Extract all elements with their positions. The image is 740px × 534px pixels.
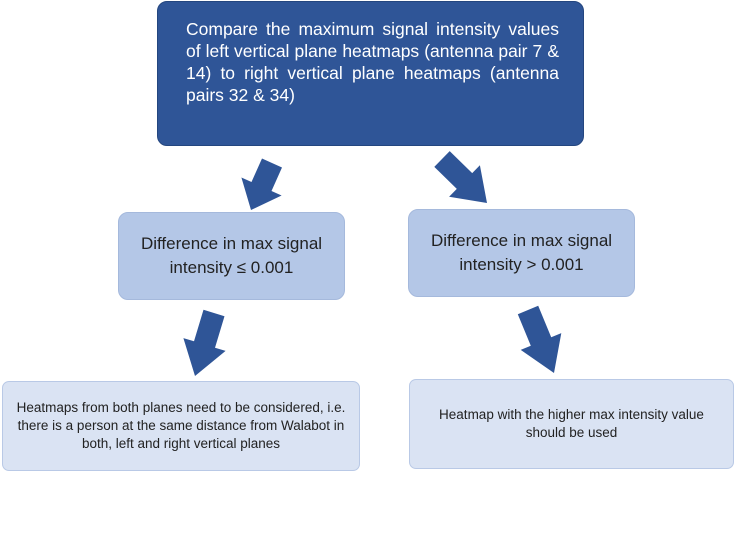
- condition-box-left: Difference in max signal intensity ≤ 0.0…: [118, 212, 345, 300]
- arrow-right-to-bottom: [517, 305, 562, 373]
- outcome-text-left: Heatmaps from both planes need to be con…: [16, 400, 346, 451]
- condition-text-right: Difference in max signal intensity > 0.0…: [430, 231, 613, 274]
- outcome-box-right: Heatmap with the higher max intensity va…: [409, 379, 734, 469]
- arrow-top-to-left: [241, 158, 282, 210]
- outcome-text-right: Heatmap with the higher max intensity va…: [439, 407, 704, 440]
- condition-text-left: Difference in max signal intensity ≤ 0.0…: [140, 234, 323, 277]
- arrow-left-to-bottom: [183, 309, 226, 376]
- top-process-box: Compare the maximum signal intensity val…: [157, 1, 584, 146]
- arrow-top-to-right: [434, 151, 487, 203]
- condition-box-right: Difference in max signal intensity > 0.0…: [408, 209, 635, 297]
- top-process-text: Compare the maximum signal intensity val…: [186, 19, 559, 105]
- outcome-box-left: Heatmaps from both planes need to be con…: [2, 381, 360, 471]
